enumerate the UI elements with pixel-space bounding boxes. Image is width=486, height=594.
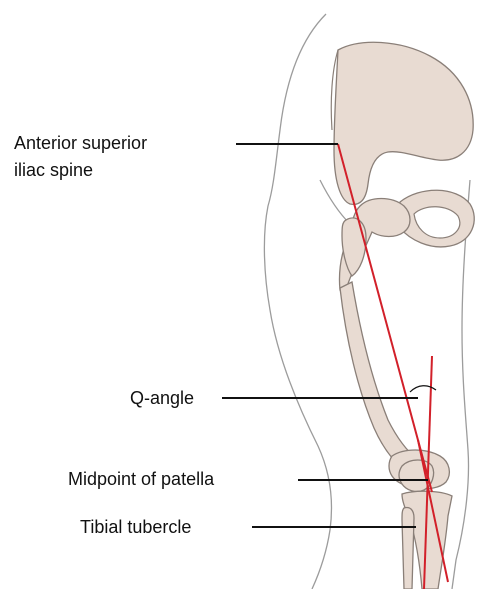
fibula-bone [402,507,414,589]
pelvis-bone [334,42,473,204]
q-angle-label: Q-angle [130,388,194,408]
femur-shaft [340,282,418,470]
q-angle-arc [410,386,436,392]
patella-label: Midpoint of patella [68,469,215,489]
asis-label-line-1: Anterior superior [14,133,147,153]
tibial-tubercle-label: Tibial tubercle [80,517,191,537]
asis-label-line-2: iliac spine [14,160,93,180]
